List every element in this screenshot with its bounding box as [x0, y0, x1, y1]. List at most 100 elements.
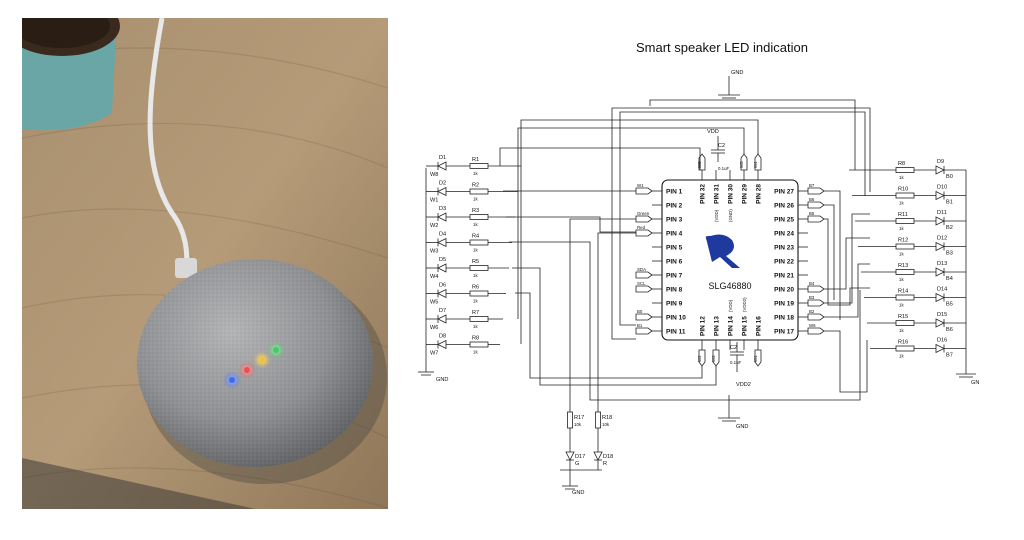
right-resistor-name: R10: [898, 187, 908, 193]
left-resistor-value: 1k: [473, 197, 478, 202]
net-flag: [754, 153, 762, 171]
right-resistor-name: R13: [898, 263, 908, 269]
left-diode-net: W5: [430, 300, 438, 306]
right-diode-net: B5: [946, 302, 953, 308]
left-diode-net: W1: [430, 198, 438, 204]
table-edge: [22, 458, 388, 509]
bus-wire: [824, 213, 870, 304]
gnd-bottom-left: GND: [560, 469, 602, 496]
right-diode-net: B2: [946, 225, 953, 231]
pin-left-label: PIN 5: [666, 245, 683, 252]
net-label: B3: [809, 295, 815, 300]
cable-plug: [175, 258, 197, 278]
right-diode-symbol: [935, 267, 945, 277]
chip-name: SLG46880: [708, 281, 751, 291]
left-diode-symbol: [437, 288, 447, 299]
left-resistor-name: R4: [472, 234, 479, 240]
net-label: B2: [809, 309, 815, 314]
gnd-top: GND: [718, 70, 743, 99]
pin-left-label: PIN 10: [666, 315, 686, 322]
bus-wire: [569, 218, 636, 412]
right-resistor: [895, 320, 915, 326]
net-flag: [807, 215, 825, 223]
net-flag: [635, 271, 653, 279]
bottom-diode-net: G: [575, 461, 579, 467]
right-resistor-value: 1k: [899, 354, 904, 359]
net-flag: [754, 349, 762, 367]
bottom-diode-net: R: [603, 461, 607, 467]
right-diode-symbol: [935, 190, 945, 201]
right-diode-name: D10: [937, 185, 947, 191]
left-resistor-name: R1: [472, 157, 479, 163]
led-yellow: [259, 357, 265, 363]
net-label: SCL: [637, 281, 646, 286]
pin-left-label: PIN 9: [666, 301, 683, 308]
bottom-resistor: [595, 411, 601, 429]
net-label: B0: [637, 309, 643, 314]
led-green: [273, 347, 279, 353]
bottom-resistor-name: R18: [602, 415, 612, 421]
chip-logo: [705, 234, 740, 268]
left-diode-name: D8: [439, 334, 446, 340]
gnd-top-label: GND: [731, 70, 743, 76]
right-resistor-value: 1k: [899, 252, 904, 257]
left-diode-name: D7: [439, 308, 446, 314]
left-diode-name: D3: [439, 206, 446, 212]
left-diode-symbol: [437, 186, 447, 197]
pin-right-label: PIN 22: [774, 259, 794, 266]
pin-bottom-label: PIN 16: [756, 316, 763, 336]
left-diode-name: D5: [439, 257, 446, 263]
left-diode-net: W2: [430, 223, 438, 229]
schematic-diagram: Smart speaker LED indication GND SLG4688…: [418, 40, 979, 496]
bus-wire: [824, 204, 835, 300]
gnd-left: GND: [418, 168, 448, 383]
left-diode-name: D1: [439, 155, 446, 161]
right-diode-net: B6: [946, 327, 953, 333]
cap-bottom-name: C2: [730, 345, 737, 351]
pin-left-label: PIN 4: [666, 231, 683, 238]
net-flag: [698, 349, 706, 367]
right-diode-symbol: [935, 343, 945, 354]
led-blue: [229, 377, 235, 383]
right-resistor-value: 1k: [899, 175, 904, 180]
pin-left-label: PIN 1: [666, 189, 683, 196]
net-label: B5: [809, 211, 815, 216]
pin-left-label: PIN 8: [666, 287, 683, 294]
pin-top-label: PIN 28: [756, 184, 763, 204]
right-resistor: [895, 243, 915, 250]
right-diode-name: D13: [937, 261, 947, 267]
bottom-diode-name: D17: [575, 454, 585, 460]
pin-top-note: (GND): [728, 209, 733, 222]
right-resistor-name: R11: [898, 212, 908, 218]
net-label: W2: [697, 355, 702, 362]
pin-left-label: PIN 3: [666, 217, 683, 224]
bus-wire: [824, 218, 870, 306]
gnd-right: GN: [956, 170, 979, 386]
right-diode-name: D9: [937, 159, 944, 165]
net-flag: [807, 285, 825, 293]
left-diode-name: D2: [439, 181, 446, 187]
pin-right-label: PIN 23: [774, 245, 794, 252]
bottom-diode-name: D18: [603, 454, 613, 460]
right-resistor-value: 1k: [899, 328, 904, 333]
right-resistor: [895, 192, 915, 199]
pin-bottom-label: PIN 15: [742, 316, 749, 336]
right-diode-symbol: [935, 216, 945, 226]
right-resistor: [895, 218, 915, 224]
net-label: W4: [753, 161, 758, 168]
left-resistor: [469, 265, 489, 271]
left-resistor-value: 1k: [473, 324, 478, 329]
bus-wire: [824, 263, 870, 318]
pin-left-label: PIN 7: [666, 273, 683, 280]
bus-wire: [520, 119, 759, 344]
left-resistor-value: 1k: [473, 171, 478, 176]
left-resistor-name: R7: [472, 310, 479, 316]
right-resistor: [895, 345, 915, 352]
gnd-center-label: GND: [736, 424, 748, 430]
led-red: [244, 367, 250, 373]
left-diode-net: W3: [430, 249, 438, 255]
pin-right-label: PIN 20: [774, 287, 794, 294]
net-flag: [635, 313, 653, 321]
